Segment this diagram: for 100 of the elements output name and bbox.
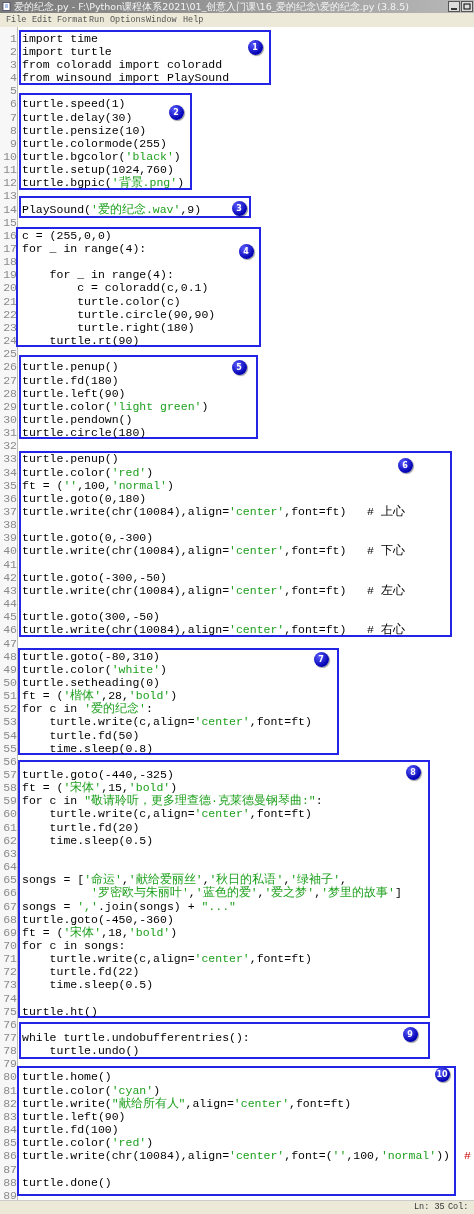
line-number: 82	[3, 1096, 17, 1110]
line-number: 25	[3, 347, 17, 361]
line-number: 85	[3, 1136, 17, 1150]
code-line: import time	[22, 31, 98, 45]
code-line: turtle.colormode(255)	[22, 136, 167, 150]
code-line: turtle.penup()	[22, 360, 119, 374]
code-line: turtle.penup()	[22, 452, 119, 466]
line-number: 49	[3, 662, 17, 676]
line-number: 31	[3, 426, 17, 440]
code-line: turtle.write(chr(10084),align='center',font=ft) # 上心	[22, 505, 405, 519]
highlight-box	[17, 1066, 456, 1196]
line-number: 65	[3, 873, 17, 887]
line-number: 10	[3, 149, 17, 164]
line-number: 34	[3, 465, 17, 479]
line-number: 17	[3, 242, 17, 256]
step-number-badge: 10	[434, 1066, 450, 1082]
menu-item: Options	[110, 15, 146, 25]
line-number: 5	[10, 84, 17, 98]
line-number: 4	[10, 71, 17, 85]
code-line: turtle.write(c,align='center',font=ft)	[48, 807, 312, 821]
code-line: turtle.color('red')	[22, 1136, 154, 1150]
line-number: 24	[3, 334, 17, 348]
menu-item: Help	[183, 15, 204, 25]
code-line: turtle.right(180)	[76, 320, 195, 335]
menu-item: Edit	[32, 15, 53, 25]
line-number: 66	[3, 886, 17, 900]
highlight-box	[19, 1022, 430, 1059]
code-line: from winsound import PlaySound	[22, 71, 230, 85]
code-line: '罗密欧与朱丽叶','蓝色的爱','爱之梦','梦里的故事']	[90, 886, 402, 900]
code-line: turtle.write("献给所有人",align='center',font=ft)	[22, 1096, 352, 1110]
line-number: 79	[3, 1057, 17, 1071]
line-number: 9	[10, 136, 17, 150]
step-number-badge: 9	[402, 1026, 418, 1042]
line-number: 14	[3, 202, 17, 216]
menu-item: Format	[57, 15, 88, 25]
line-number: 43	[3, 583, 17, 598]
code-line: turtle.bgpic('背景.png')	[22, 176, 185, 190]
code-line: for _ in range(4):	[48, 268, 174, 282]
code-line: turtle.write(c,align='center',font=ft)	[48, 715, 312, 729]
code-line: turtle.setheading(0)	[22, 675, 161, 690]
code-line: for c in '爱的纪念':	[22, 702, 153, 716]
highlight-box	[19, 451, 452, 637]
code-line: turtle.color('white')	[22, 662, 167, 676]
highlight-box	[19, 355, 258, 439]
line-number: 70	[3, 938, 17, 953]
line-number: 32	[3, 439, 17, 453]
code-line: turtle.pensize(10)	[22, 123, 147, 137]
code-line: turtle.write(chr(10084),align='center',font=ft) # 右心	[22, 623, 405, 637]
line-number: 46	[3, 623, 17, 637]
line-number: 45	[3, 610, 17, 624]
code-line: turtle.color(c)	[76, 294, 181, 308]
line-number: 19	[3, 268, 17, 282]
code-line: for _ in range(4):	[22, 242, 147, 256]
line-number: 63	[3, 846, 17, 861]
highlight-box	[19, 30, 271, 85]
line-number: 11	[3, 163, 17, 177]
line-number: 47	[3, 636, 17, 650]
code-line: turtle.color('cyan')	[22, 1083, 161, 1097]
code-line: time.sleep(0.8)	[48, 741, 154, 755]
code-line: ft = ('',100,'normal')	[22, 478, 174, 492]
line-number: 1	[10, 31, 17, 45]
line-number: 18	[3, 255, 17, 269]
line-number: 83	[3, 1109, 17, 1124]
highlight-box	[19, 93, 192, 190]
code-line: turtle.pendown()	[22, 412, 133, 427]
line-number: 57	[3, 768, 17, 782]
menu-item: Window	[146, 15, 177, 25]
code-line: for c in "敬请聆听，更多理查德·克莱德曼钢琴曲:":	[22, 794, 323, 808]
line-number: 87	[3, 1162, 17, 1176]
line-number: 72	[3, 965, 17, 979]
line-number: 74	[3, 991, 17, 1005]
code-line: while turtle.undobufferentries():	[22, 1031, 250, 1045]
highlight-box	[18, 648, 339, 755]
line-number: 26	[3, 360, 17, 374]
menu-item: Run	[89, 15, 105, 25]
line-number: 60	[3, 807, 17, 821]
code-line: c = (255,0,0)	[22, 228, 112, 242]
line-number: 42	[3, 570, 17, 584]
line-number: 3	[10, 57, 17, 72]
step-number-badge: 5	[231, 359, 247, 375]
line-number: 69	[3, 925, 17, 939]
line-number: 55	[3, 741, 17, 755]
line-number: 54	[3, 728, 17, 742]
code-line: from coloradd import coloradd	[22, 57, 223, 72]
line-number: 89	[3, 1188, 17, 1202]
line-number: 27	[3, 373, 17, 387]
code-line: turtle.fd(20)	[48, 820, 140, 834]
line-number: 56	[3, 754, 17, 768]
line-number: 86	[3, 1149, 17, 1163]
line-number: 61	[3, 820, 17, 834]
line-number: 16	[3, 228, 17, 242]
code-line: PlaySound('爱的纪念.wav',9)	[22, 202, 202, 216]
line-number: 35	[3, 478, 17, 492]
code-line: turtle.goto(-450,-360)	[22, 912, 174, 926]
line-number: 68	[3, 912, 17, 926]
code-line: turtle.color('red')	[22, 465, 154, 479]
line-number: 41	[3, 557, 17, 571]
line-number: 6	[10, 97, 17, 111]
code-line: turtle.write(chr(10084),align='center',font=ft) # 下心	[22, 544, 405, 558]
code-line: turtle.bgcolor('black')	[22, 149, 181, 164]
